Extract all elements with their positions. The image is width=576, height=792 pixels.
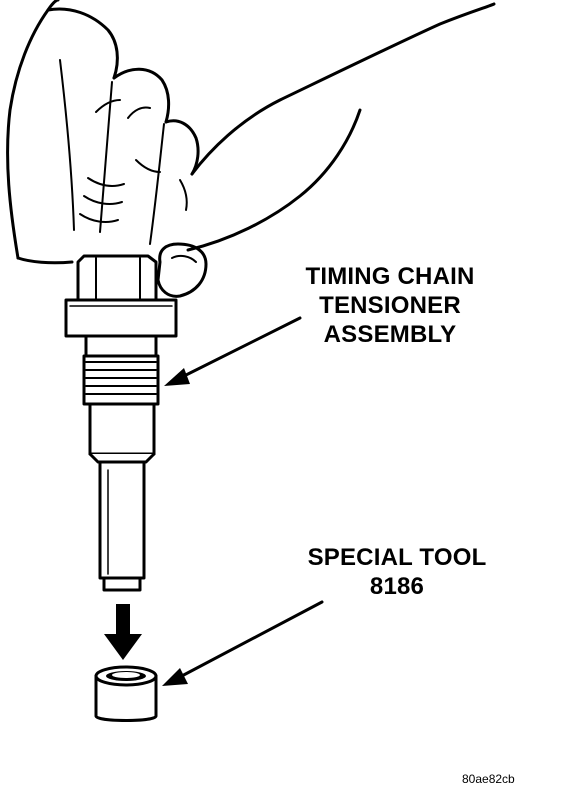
tensioner-label-line-1: TIMING CHAIN <box>305 263 475 290</box>
tensioner-label: TIMING CHAIN TENSIONER ASSEMBLY <box>270 262 510 349</box>
tensioner-label-line-3: ASSEMBLY <box>323 321 457 348</box>
special-tool-drawing <box>94 665 158 722</box>
tensioner-leader-arrow <box>164 316 302 386</box>
hand-drawing <box>6 0 496 298</box>
figure-id: 80ae82cb <box>462 772 515 786</box>
special-tool-label-line-2: 8186 <box>369 573 425 600</box>
tensioner-label-line-2: TENSIONER <box>319 292 461 319</box>
insert-direction-arrow <box>104 604 142 660</box>
special-tool-label: SPECIAL TOOL 8186 <box>282 543 512 601</box>
tool-leader-arrow <box>162 600 324 686</box>
special-tool-label-line-1: SPECIAL TOOL <box>307 544 487 571</box>
tensioner-assembly-drawing <box>64 254 178 592</box>
